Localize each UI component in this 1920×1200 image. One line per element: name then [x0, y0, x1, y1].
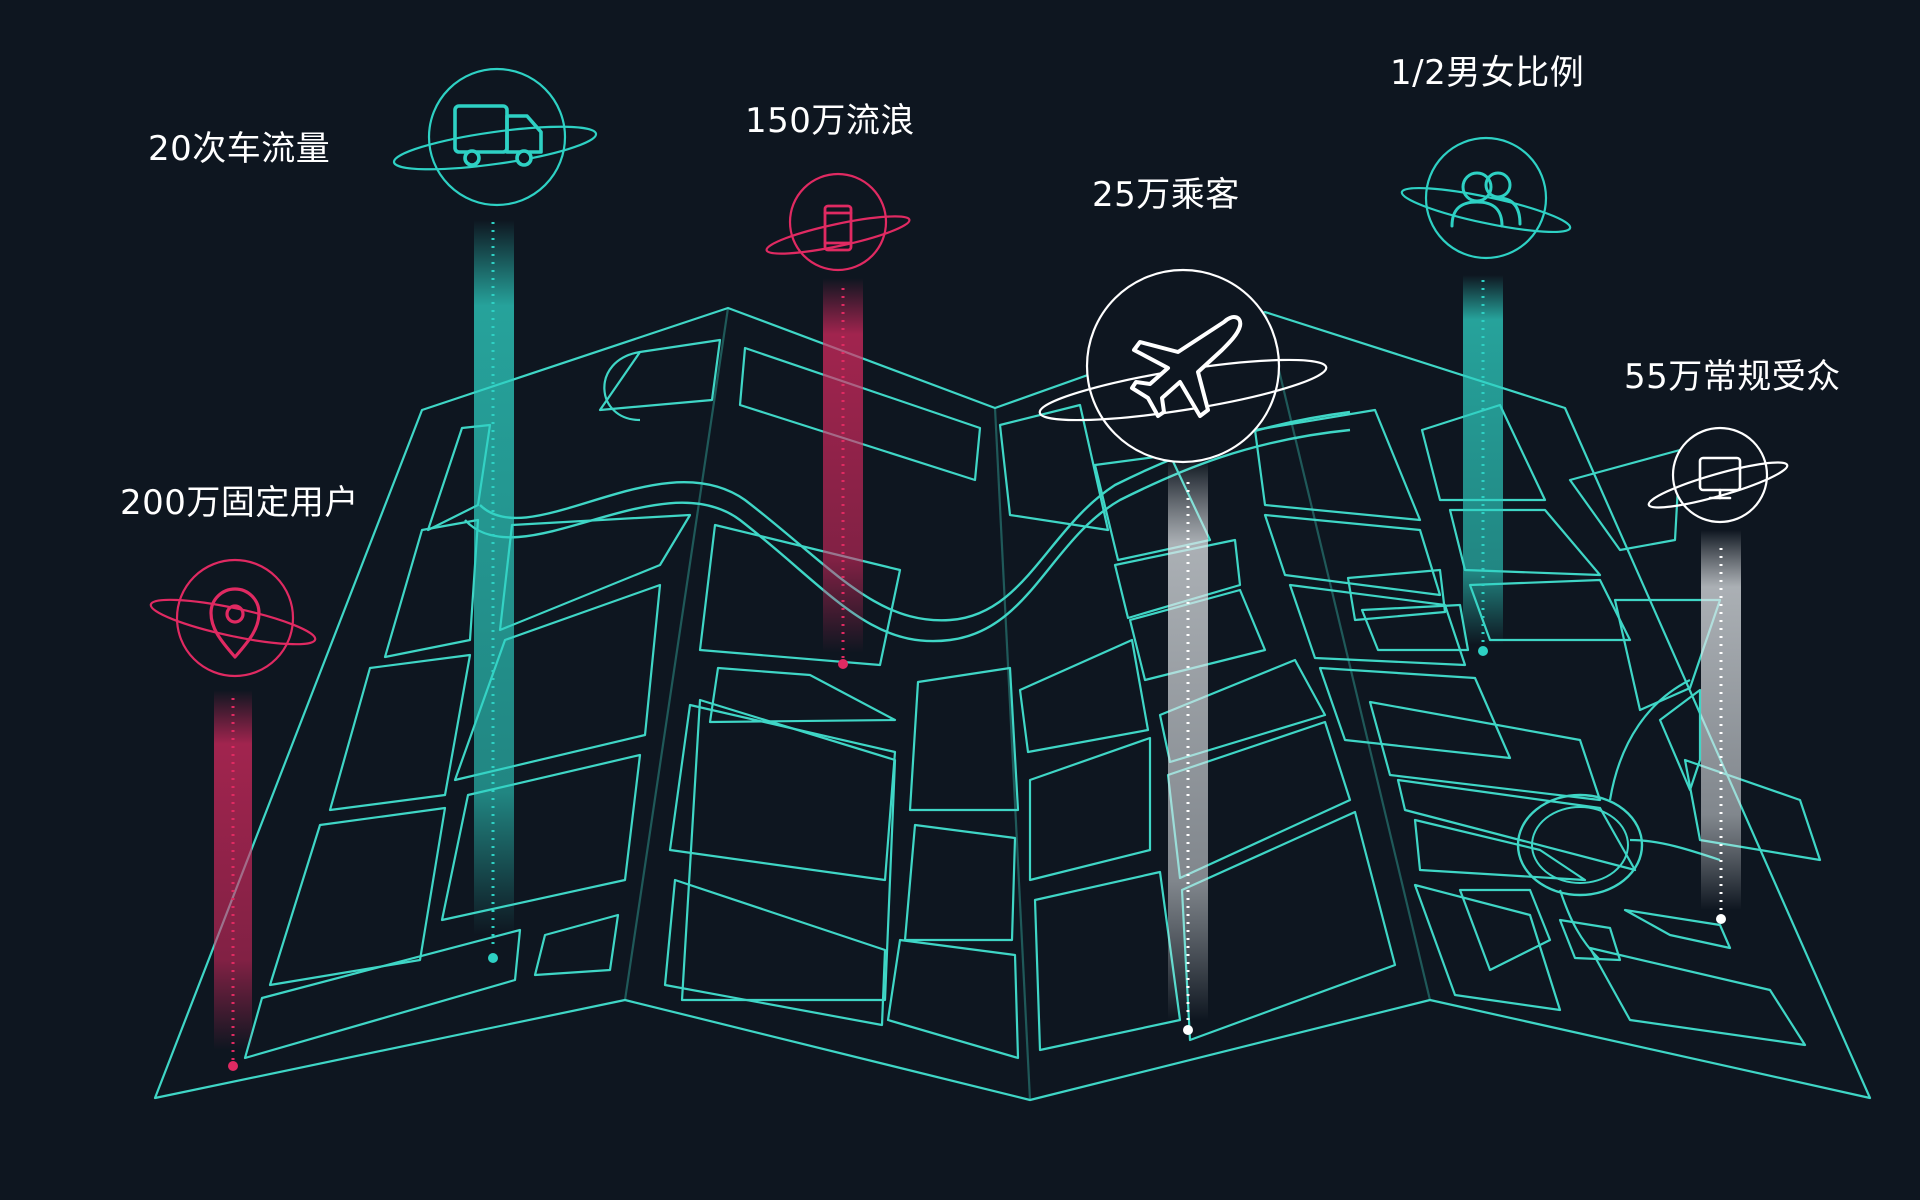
map-roundabout-inner: [1531, 806, 1629, 884]
truck-planet: [392, 67, 598, 207]
beam-end-phone: [838, 659, 848, 669]
phone-planet: [765, 172, 911, 272]
beam-monitor: [1701, 530, 1741, 910]
users-icon: [1450, 171, 1522, 228]
map-blocks-left: [243, 338, 982, 1060]
map-blocks-right: [1158, 403, 1822, 1047]
label-passengers: 25万乘客: [1092, 175, 1240, 215]
users-planet: [1400, 136, 1572, 260]
label-fixed-users: 200万固定用户: [120, 483, 359, 523]
beam-end-pin: [228, 1061, 238, 1071]
planets: [149, 67, 1789, 678]
map-pin-icon: [209, 587, 261, 659]
label-wandering: 150万流浪: [745, 101, 915, 141]
beam-pin: [214, 690, 252, 1050]
plane-planet: [1038, 268, 1328, 464]
pin-planet: [149, 558, 317, 678]
beam-end-users: [1478, 646, 1488, 656]
airplane-icon: [1130, 315, 1243, 418]
map-roundabout-road: [1608, 679, 1691, 801]
monitor-planet: [1647, 426, 1789, 524]
map-road-curve-top: [603, 350, 641, 422]
truck-icon: [453, 104, 543, 167]
map-roundabout-road-3: [1558, 889, 1601, 961]
beam-end-truck: [488, 953, 498, 963]
folded-city-map: [153, 306, 1872, 1102]
label-regular-audience: 55万常规受众: [1624, 357, 1841, 397]
label-traffic-flow: 20次车流量: [148, 129, 331, 169]
beam-end-plane: [1183, 1025, 1193, 1035]
phone-icon: [823, 204, 853, 252]
map-fold-center: [993, 407, 1032, 1101]
map-roundabout: [1516, 793, 1644, 897]
beam-users: [1463, 275, 1503, 645]
beams: [214, 220, 1741, 1071]
map-road-curve: [464, 428, 1351, 643]
map-fold-right: [1263, 311, 1432, 1001]
map-fold-left: [623, 307, 730, 1001]
map-outline: [153, 306, 1872, 1102]
label-gender-ratio: 1/2男女比例: [1390, 53, 1585, 93]
monitor-icon: [1698, 456, 1742, 500]
beam-end-monitor: [1716, 914, 1726, 924]
